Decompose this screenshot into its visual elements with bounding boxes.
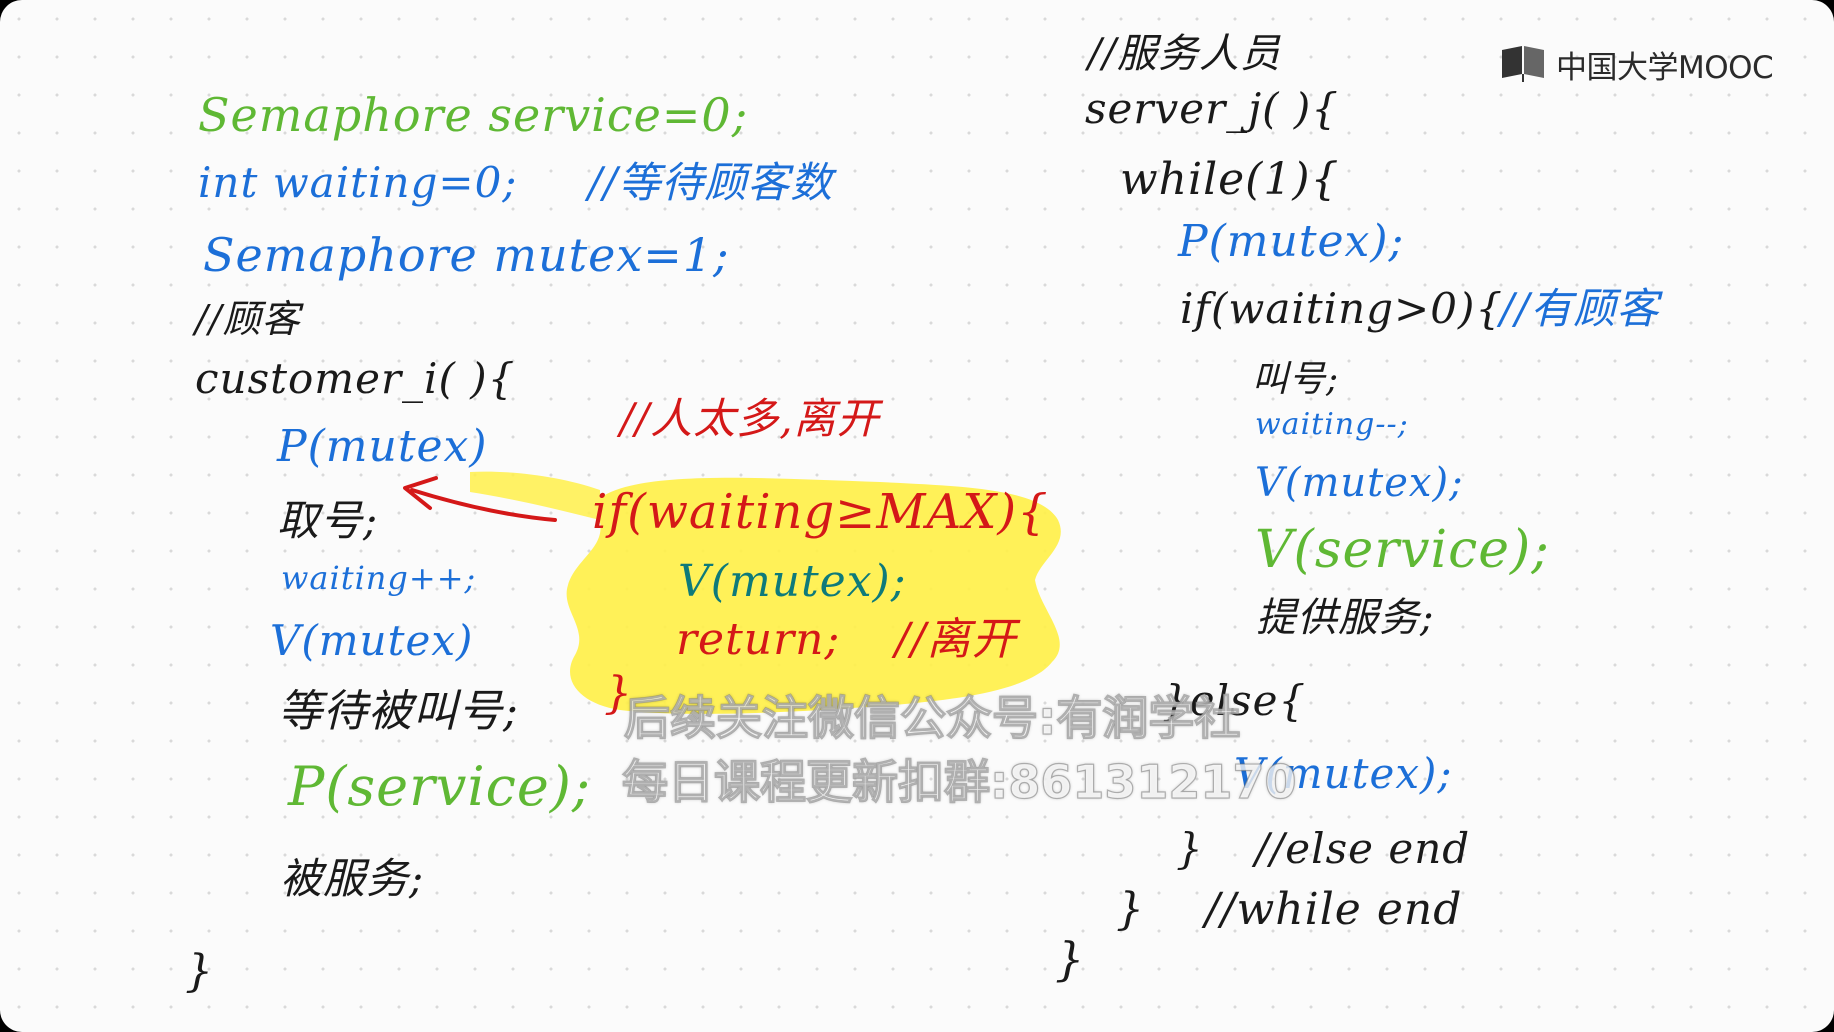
code-line: 叫号; xyxy=(1252,359,1340,400)
code-line: 等待被叫号; xyxy=(278,686,519,737)
code-line: }else{ xyxy=(1162,676,1307,725)
code-line: int waiting=0; xyxy=(198,158,518,207)
code-line: 提供服务; xyxy=(1256,595,1435,641)
watermark-line: 每日课程更新扣群:861312170 xyxy=(621,754,1297,809)
yellow-highlight xyxy=(566,477,1061,714)
code-line: if(waiting>0){ xyxy=(1180,284,1504,333)
code-line: while(1){ xyxy=(1120,154,1340,205)
code-comment: //顾客 xyxy=(195,297,301,341)
highlight-tail xyxy=(470,471,600,520)
code-line: waiting--; xyxy=(1255,407,1409,442)
arrow-shaft xyxy=(410,488,557,522)
closing-brace: } xyxy=(1055,932,1086,986)
code-line: Semaphore mutex=1; xyxy=(203,228,730,282)
code-line: V(mutex); xyxy=(1234,749,1453,798)
code-line: if(waiting≥MAX){ xyxy=(592,484,1049,540)
code-line: P(service); xyxy=(288,755,592,818)
code-line: P(mutex) xyxy=(277,421,488,472)
code-line: P(mutex); xyxy=(1178,216,1405,267)
code-comment: //服务人员 xyxy=(1088,31,1281,77)
code-line: 取号; xyxy=(277,496,379,545)
code-line: V(mutex) xyxy=(270,616,474,665)
code-comment: //人太多,离开 xyxy=(620,394,880,443)
code-line: V(mutex); xyxy=(1255,460,1464,506)
code-comment: //离开 xyxy=(895,614,1017,665)
code-comment: //等待顾客数 xyxy=(588,158,834,207)
mooc-logo-icon xyxy=(1502,46,1544,82)
code-comment: //有顾客 xyxy=(1500,284,1660,333)
code-line: server_j( ){ xyxy=(1085,84,1340,133)
mooc-logo-text: 中国大学MOOC xyxy=(1556,49,1774,86)
code-line: customer_i( ){ xyxy=(195,354,516,403)
code-line: waiting++; xyxy=(281,559,477,597)
code-comment: //else end xyxy=(1255,824,1471,873)
code-line: Semaphore service=0; xyxy=(198,88,749,142)
code-line: V(service); xyxy=(1255,520,1550,580)
closing-brace: } xyxy=(604,668,633,719)
closing-brace: } xyxy=(185,946,214,997)
mooc-logo: 中国大学MOOC xyxy=(1500,42,1774,86)
code-comment: //while end xyxy=(1205,884,1463,935)
closing-brace: } xyxy=(1116,884,1145,935)
code-line: 被服务; xyxy=(280,854,425,903)
code-line: V(mutex); xyxy=(678,556,907,607)
closing-brace: } xyxy=(1176,824,1204,873)
code-line: return; xyxy=(676,614,841,665)
watermark-line: 后续关注微信公众号:有润学社 xyxy=(623,690,1241,745)
arrow-head-icon xyxy=(403,476,438,510)
